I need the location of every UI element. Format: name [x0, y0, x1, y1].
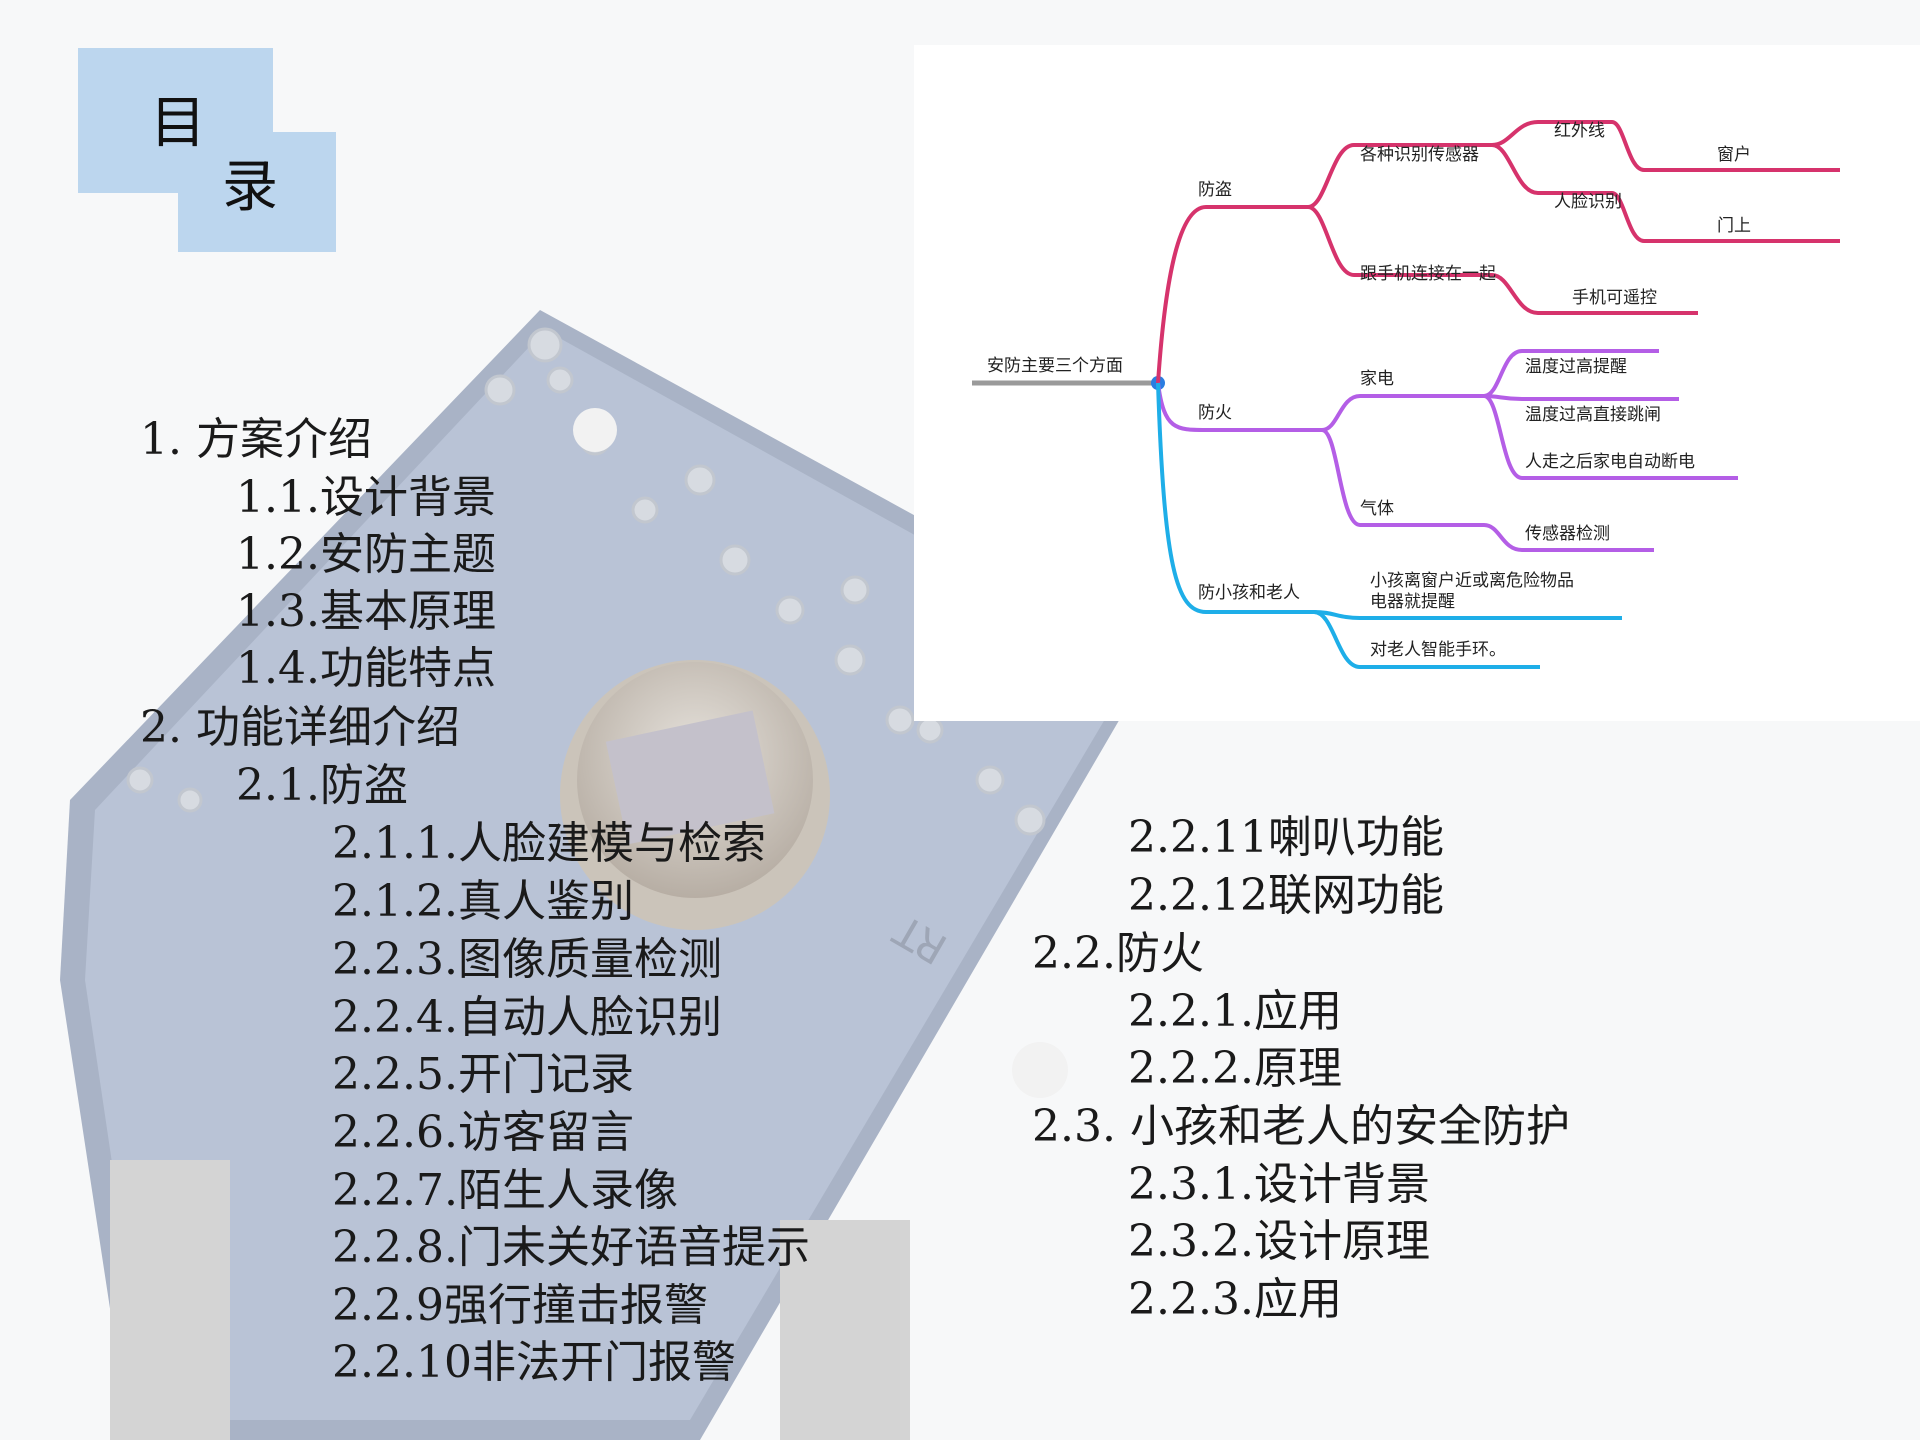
mm-root-label: 安防主要三个方面: [987, 356, 1123, 376]
toc-item: 1.2.安防主题: [236, 529, 496, 580]
toc-item: 2.3.1.设计背景: [1128, 1159, 1430, 1210]
mm-near-line1-label: 小孩离窗户近或离危险物品: [1370, 571, 1574, 591]
toc-item: 2.2.1.应用: [1128, 986, 1342, 1037]
mm-phone-label: 跟手机连接在一起: [1360, 264, 1496, 284]
toc-item: 2.2.9强行撞击报警: [332, 1280, 708, 1331]
title-char-2: 录: [222, 155, 278, 220]
mm-infrared-label: 红外线: [1554, 121, 1605, 141]
toc-item: 2.1.1.人脸建模与检索: [332, 818, 766, 869]
mm-kids-label: 防小孩和老人: [1198, 583, 1300, 603]
toc-title-block: 目 录: [78, 48, 338, 258]
toc-item: 1.1.设计背景: [236, 472, 496, 523]
toc-item: 2.1.2.真人鉴别: [332, 876, 634, 927]
title-char-1: 目: [150, 91, 206, 156]
mm-gas-sensor-label: 传感器检测: [1525, 524, 1610, 544]
toc-item: 1.4.功能特点: [236, 643, 496, 694]
mm-temp-trip-label: 温度过高直接跳闸: [1525, 405, 1661, 425]
kids-branch-lines: [1156, 382, 1622, 669]
fire-branch-lines: [1156, 349, 1738, 552]
mm-near-line2-label: 电器就提醒: [1370, 592, 1455, 612]
title-square-front: [178, 132, 336, 252]
mm-theft-label: 防盗: [1198, 180, 1232, 200]
theft-branch-lines: [1156, 120, 1840, 384]
toc-item: 2.2.3.应用: [1128, 1274, 1342, 1325]
mm-gas-label: 气体: [1360, 499, 1394, 519]
mm-auto-off-label: 人走之后家电自动断电: [1525, 452, 1695, 472]
toc-item: 2.2.10非法开门报警: [332, 1337, 736, 1388]
mm-appliance-label: 家电: [1360, 369, 1394, 389]
mm-door-label: 门上: [1717, 216, 1751, 236]
toc-item: 2.2.2.原理: [1128, 1043, 1342, 1094]
mm-sensors-label: 各种识别传感器: [1360, 145, 1479, 165]
toc-item: 2.2.4.自动人脸识别: [332, 992, 722, 1043]
toc-item: 2.2.5.开门记录: [332, 1049, 634, 1100]
toc-item: 2.2.7.陌生人录像: [332, 1165, 678, 1216]
toc-item: 2.2.11喇叭功能: [1128, 812, 1444, 863]
toc-item: 2.1.防盗: [236, 760, 408, 811]
mm-fire-label: 防火: [1198, 403, 1232, 423]
toc-item: 2.3. 小孩和老人的安全防护: [1032, 1101, 1570, 1152]
toc-item: 2.2.3.图像质量检测: [332, 934, 722, 985]
toc-item: 2.2.防火: [1032, 928, 1204, 979]
mm-face-label: 人脸识别: [1554, 192, 1622, 212]
toc-item: 1.3.基本原理: [236, 586, 496, 637]
mm-remote-label: 手机可遥控: [1572, 288, 1657, 308]
toc-item: 2.3.2.设计原理: [1128, 1216, 1430, 1267]
mm-window-label: 窗户: [1717, 145, 1751, 165]
toc-item: 2.2.6.访客留言: [332, 1107, 634, 1158]
toc-item: 2. 功能详细介绍: [140, 702, 460, 753]
security-mindmap: 安防主要三个方面 防盗 各种识别传感器 红外线 窗户 人脸识别 门上 跟手机连接…: [914, 45, 1920, 721]
toc-item: 1. 方案介绍: [140, 414, 372, 465]
toc-item: 2.2.12联网功能: [1128, 870, 1444, 921]
mm-band-label: 对老人智能手环。: [1370, 640, 1506, 660]
toc-item: 2.2.8.门未关好语音提示: [332, 1222, 810, 1273]
mm-temp-alert-label: 温度过高提醒: [1525, 357, 1627, 377]
